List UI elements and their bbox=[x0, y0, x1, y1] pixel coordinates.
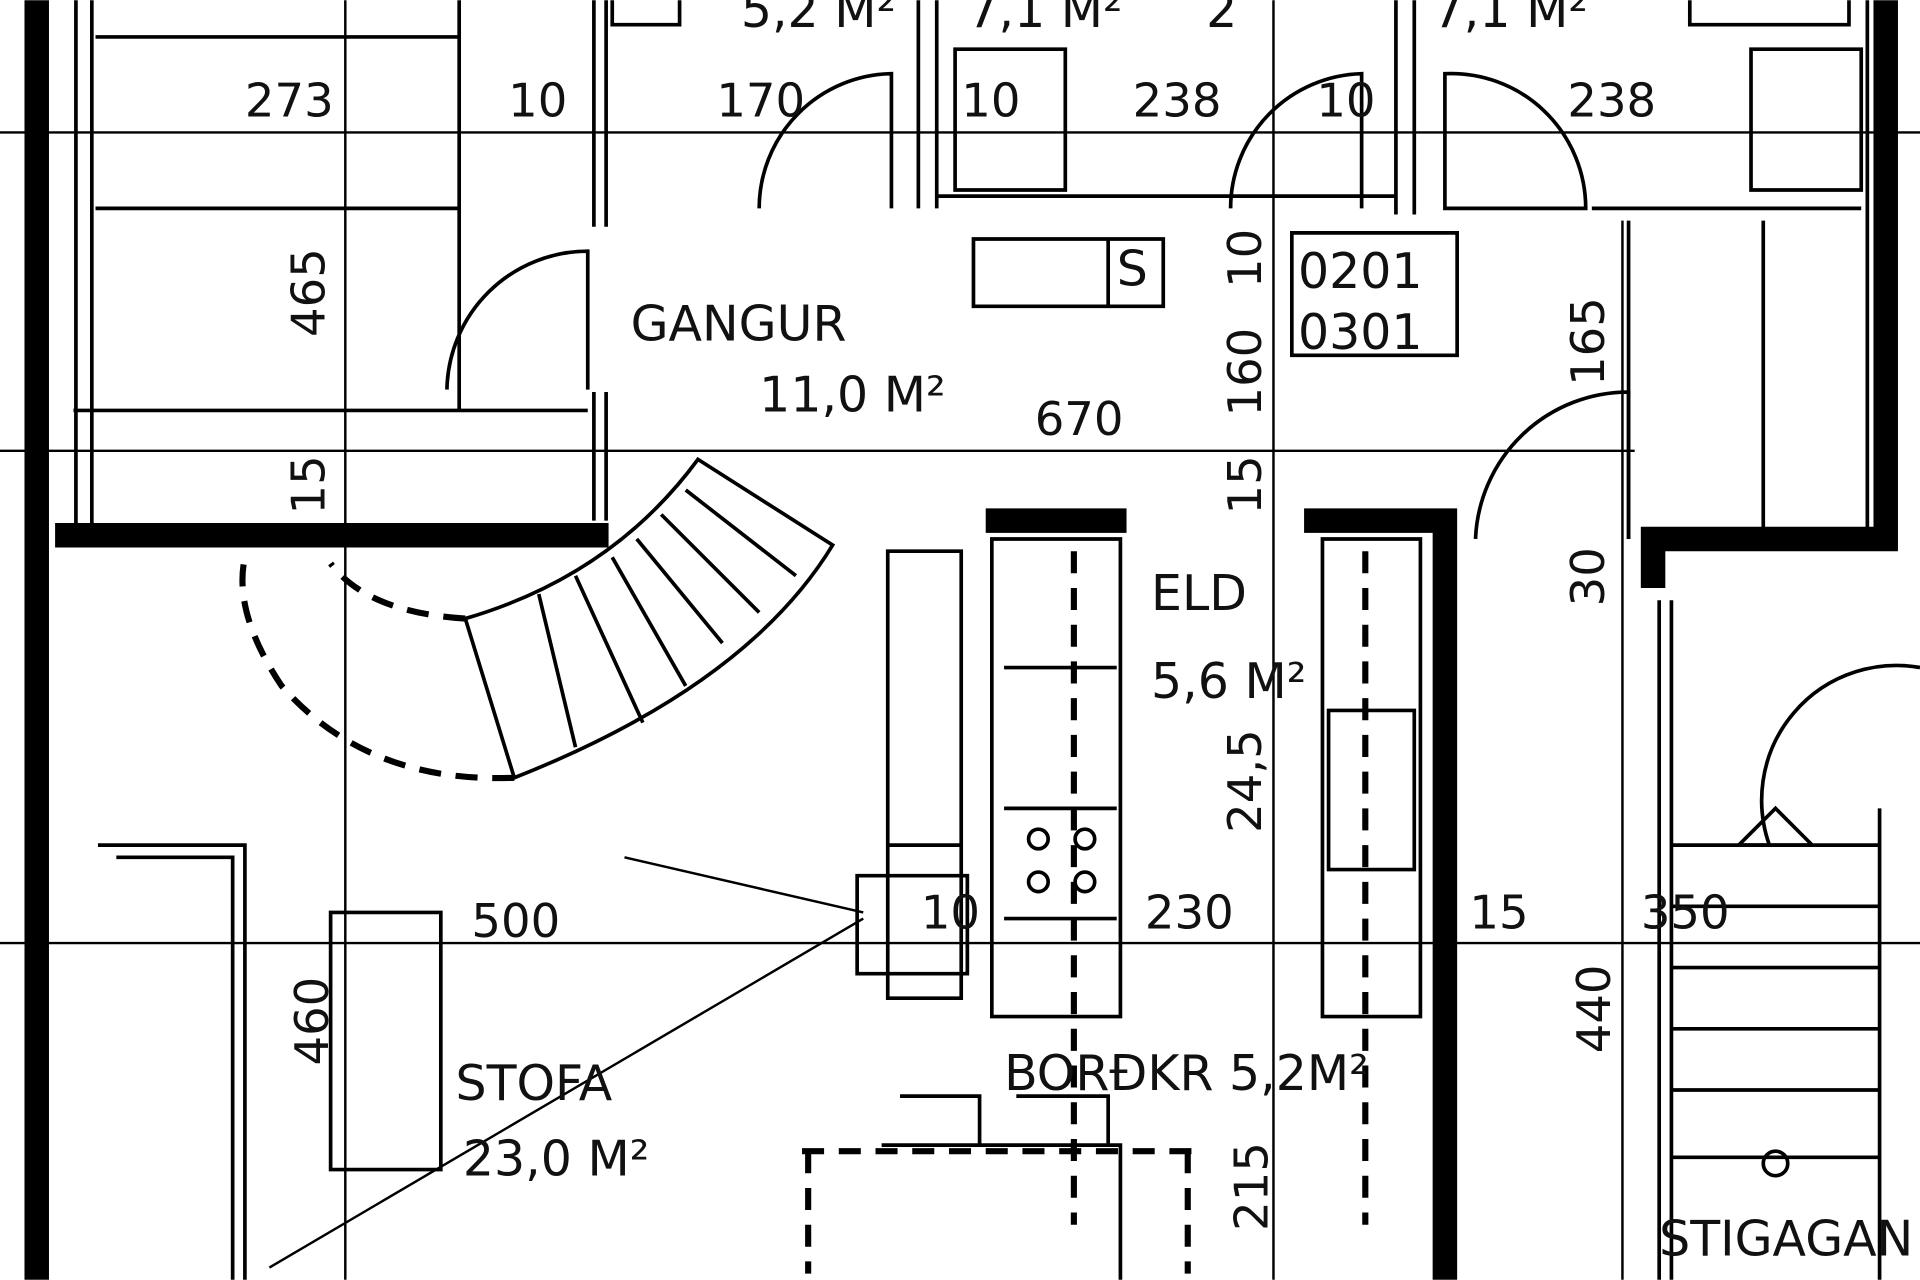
room-bordkr: BORÐKR 5,2M² bbox=[1004, 1045, 1369, 1102]
room-area-top-1: 5,2 M² bbox=[741, 0, 896, 39]
room-area-stofa: 23,0 M² bbox=[463, 1131, 649, 1188]
kitchen bbox=[268, 537, 1423, 1269]
dim-15: 15 bbox=[1469, 885, 1528, 939]
dim-15: 15 bbox=[281, 455, 335, 514]
dim-238: 238 bbox=[1133, 74, 1222, 128]
dim-160: 160 bbox=[1218, 328, 1272, 417]
dim-15: 15 bbox=[1218, 455, 1272, 514]
dim-30: 30 bbox=[1561, 547, 1615, 606]
dim-10: 10 bbox=[921, 885, 980, 939]
room-area-eld: 5,6 M² bbox=[1151, 653, 1306, 710]
room-area-gangur: 11,0 M² bbox=[759, 367, 945, 424]
room-name-gangur: GANGUR bbox=[631, 296, 847, 353]
dim-170: 170 bbox=[716, 74, 805, 128]
doors bbox=[445, 71, 1920, 846]
dim-10: 10 bbox=[961, 74, 1020, 128]
dim-670: 670 bbox=[1035, 392, 1124, 446]
room-name-eld: ELD bbox=[1151, 565, 1247, 622]
dim-273: 273 bbox=[245, 74, 334, 128]
dim-440: 440 bbox=[1567, 964, 1621, 1053]
room-name-stigagangur: STIGAGAN bbox=[1659, 1210, 1913, 1267]
dim-10: 10 bbox=[1218, 229, 1272, 288]
fixture-s: S bbox=[1117, 241, 1148, 298]
dimensions: 273 10 170 10 238 10 238 670 500 10 230 … bbox=[245, 74, 1730, 1231]
dim-230: 230 bbox=[1145, 885, 1234, 939]
walls bbox=[24, 0, 1898, 1280]
meter-0301: 0301 bbox=[1298, 304, 1423, 361]
dim-500: 500 bbox=[471, 894, 560, 948]
room-area-top-4: 7,1 M² bbox=[1433, 0, 1588, 39]
dim-238: 238 bbox=[1567, 74, 1656, 128]
dim-10: 10 bbox=[508, 74, 567, 128]
room-name-stofa: STOFA bbox=[456, 1055, 613, 1112]
furniture bbox=[97, 843, 1194, 1280]
dim-460: 460 bbox=[285, 977, 339, 1066]
dim-165: 165 bbox=[1561, 297, 1615, 386]
room-area-top-2: 7,1 M² bbox=[967, 0, 1122, 39]
dim-24-5: 24,5 bbox=[1218, 729, 1272, 833]
spiral-stair bbox=[239, 456, 1882, 1280]
room-area-top-3: 2 bbox=[1206, 0, 1237, 39]
dim-465: 465 bbox=[281, 248, 335, 337]
dim-10: 10 bbox=[1316, 74, 1375, 128]
dim-215: 215 bbox=[1224, 1142, 1278, 1231]
meter-0201: 0201 bbox=[1298, 243, 1423, 300]
dim-350: 350 bbox=[1641, 885, 1730, 939]
